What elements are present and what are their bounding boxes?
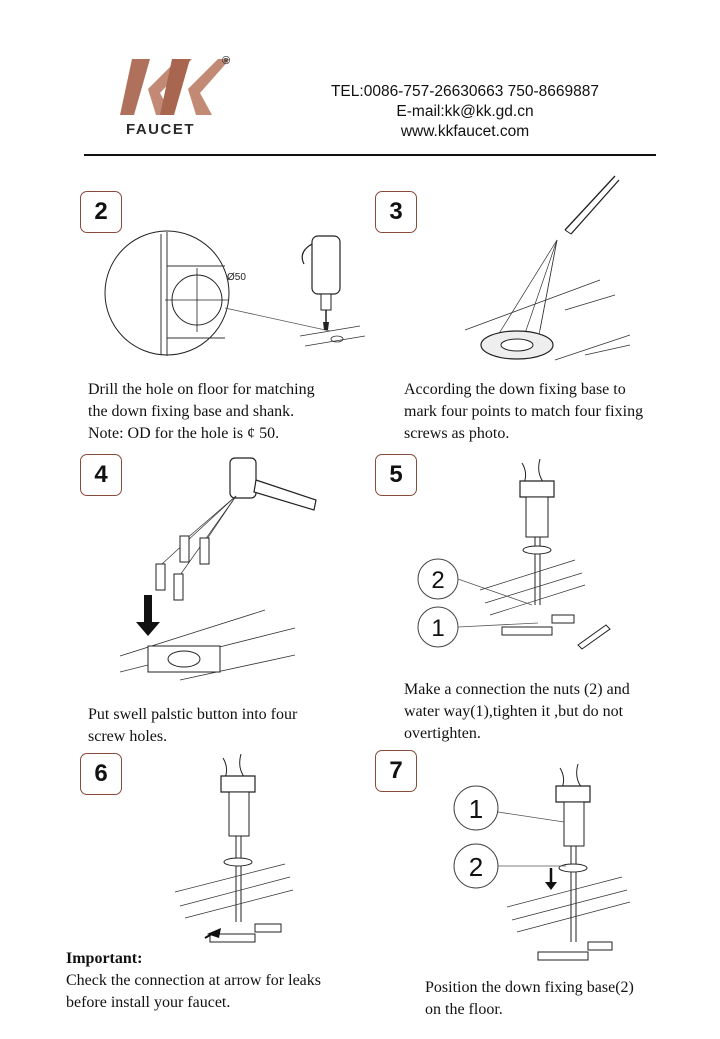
contact-email: E-mail:kk@kk.gd.cn (396, 103, 534, 120)
kk-logo-icon (120, 59, 230, 115)
step-5-connection-diagram: 2 1 (410, 455, 620, 665)
step-7-caption: Position the down fixing base(2) on the … (425, 977, 634, 1021)
step-7-callout-2: 2 (469, 852, 483, 882)
step-6-line-2: before install your faucet. (66, 994, 231, 1011)
step-3-badge: 3 (375, 191, 417, 233)
step-4-line-2: screw holes. (88, 728, 168, 745)
step-4-caption: Put swell palstic button into four screw… (88, 704, 297, 748)
step-5-line-2: water way(1),tighten it ,but do not (404, 703, 624, 720)
step-3-line-2: mark four points to match four fixing (404, 403, 644, 420)
step-7-badge: 7 (375, 750, 417, 792)
step-2-caption: Drill the hole on floor for matching the… (88, 379, 315, 445)
step-6-caption: Important: Check the connection at arrow… (66, 948, 321, 1014)
step-5-callout-2: 2 (431, 567, 444, 594)
step-2-badge: 2 (80, 191, 122, 233)
step-2-drill-diagram: Ø50 (105, 226, 370, 366)
step-2-line-1: Drill the hole on floor for matching (88, 381, 315, 398)
kk-faucet-logo: ® FAUCET (120, 55, 240, 145)
contact-web: www.kkfaucet.com (400, 123, 530, 140)
step-2-line-3: Note: OD for the hole is ¢ 50. (88, 425, 280, 442)
step-6-badge: 6 (80, 753, 122, 795)
step-6-leak-check-diagram (175, 752, 315, 952)
header-divider (84, 154, 656, 156)
step-3-line-3: screws as photo. (404, 425, 510, 442)
step-2-line-2: the down fixing base and shank. (88, 403, 295, 420)
important-title: Important: (66, 950, 143, 967)
step-7-line-1: Position the down fixing base(2) (425, 979, 634, 996)
step-5-callout-1: 1 (431, 615, 444, 642)
step-3-caption: According the down fixing base to mark f… (404, 379, 643, 445)
step-5-line-1: Make a connection the nuts (2) and (404, 681, 630, 698)
step-3-line-1: According the down fixing base to (404, 381, 626, 398)
step-3-marking-diagram (465, 170, 635, 370)
logo-word: FAUCET (126, 121, 195, 138)
step-4-badge: 4 (80, 454, 122, 496)
hole-diameter-label: Ø50 (227, 272, 246, 283)
down-arrow-icon (144, 595, 152, 623)
step-5-badge: 5 (375, 454, 417, 496)
step-4-buttons-diagram (120, 450, 330, 690)
step-6-line-1: Check the connection at arrow for leaks (66, 972, 322, 989)
registered-mark: ® (222, 55, 231, 67)
step-5-caption: Make a connection the nuts (2) and water… (404, 679, 630, 745)
step-7-line-2: on the floor. (425, 1001, 503, 1018)
contact-block: TEL:0086-757-26630663 750-8669887 E-mail… (300, 82, 630, 142)
step-7-callout-1: 1 (469, 794, 483, 824)
contact-tel: TEL:0086-757-26630663 750-8669887 (330, 83, 600, 100)
step-7-base-diagram: 1 2 (452, 762, 637, 972)
step-5-line-3: overtighten. (404, 725, 481, 742)
step-4-line-1: Put swell palstic button into four (88, 706, 298, 723)
